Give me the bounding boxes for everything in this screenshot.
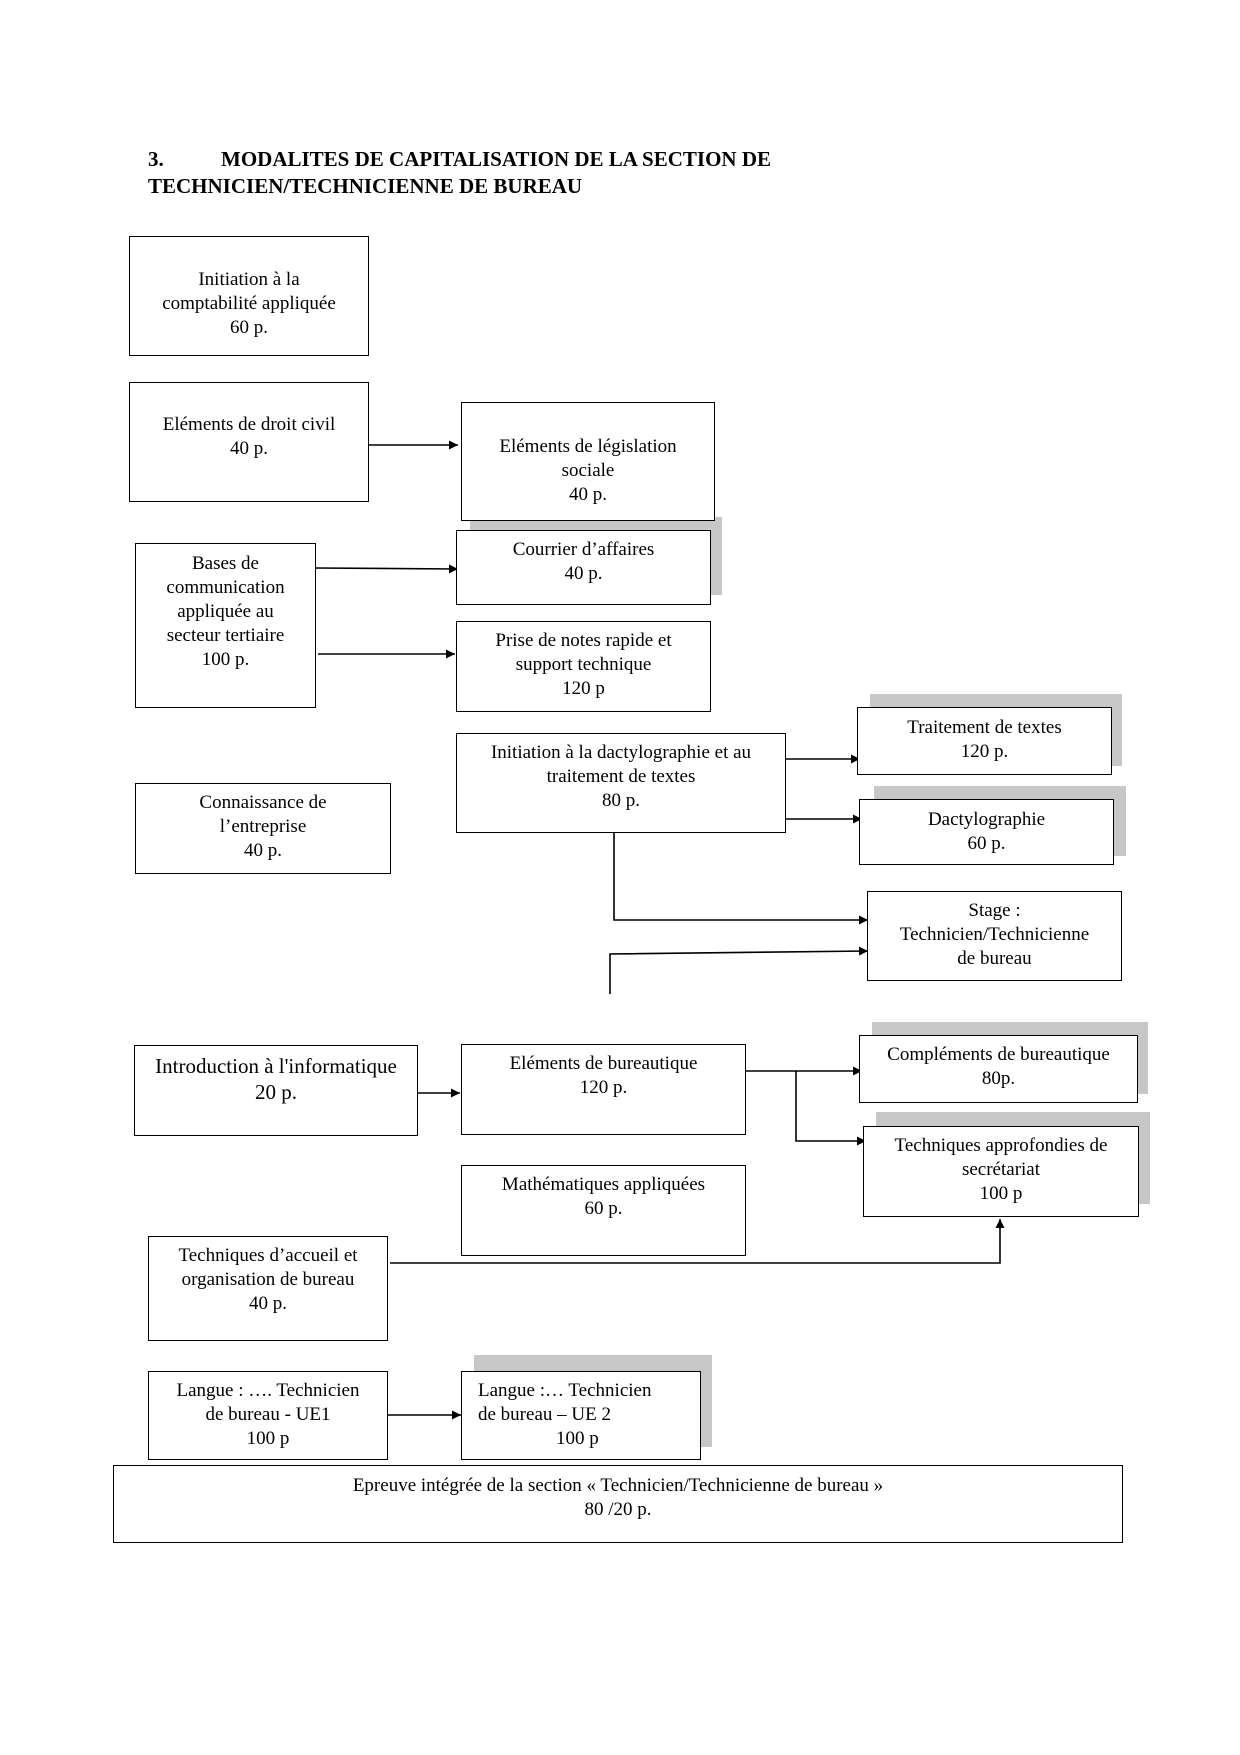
section-title-line1: MODALITES DE CAPITALISATION DE LA SECTIO…: [221, 147, 772, 171]
box-prise-de-notes: Prise de notes rapide et support techniq…: [456, 621, 711, 712]
stage-line1: Stage :: [968, 900, 1021, 921]
langue2-line1: Langue :… Technicien: [478, 1380, 652, 1401]
langue1-line1: Langue : …. Technicien: [176, 1380, 360, 1401]
box-langue-ue2: Langue :… Technicien de bureau – UE 2 10…: [461, 1371, 701, 1460]
bases-line1: Bases de: [191, 553, 259, 574]
dactyloinit-line3: 80 p.: [602, 790, 640, 811]
droit-line2: 40 p.: [230, 438, 268, 459]
dactylo-line1: Dactylographie: [927, 809, 1046, 830]
box-epreuve-integree: Epreuve intégrée de la section « Technic…: [113, 1465, 1123, 1543]
arrow-accueil-secretariat: [390, 1219, 1005, 1264]
box-techniques-accueil: Techniques d’accueil et organisation de …: [148, 1236, 388, 1341]
box-connaissance-entreprise: Connaissance de l’entreprise 40 p.: [135, 783, 391, 874]
info-line1: Introduction à l'informatique: [155, 1054, 397, 1078]
courrier-line2: 40 p.: [564, 563, 603, 584]
box-dactylographie: Dactylographie 60 p.: [859, 799, 1114, 865]
arrow-bases-courrier: [314, 564, 459, 574]
legislation-line3: 40 p.: [569, 484, 607, 505]
box-elements-bureautique: Eléments de bureautique 120 p.: [461, 1044, 746, 1135]
accueil-line3: 40 p.: [249, 1293, 287, 1314]
entreprise-line1: Connaissance de: [199, 792, 327, 813]
bureautique-line2: 120 p.: [579, 1077, 628, 1098]
epreuve-line2: 80 /20 p.: [584, 1499, 652, 1520]
secretariat-line1: Techniques approfondies de: [894, 1135, 1108, 1156]
box-bases-communication: Bases de communication appliquée au sect…: [135, 543, 316, 708]
compta-line3: 60 p.: [230, 317, 268, 338]
bases-line4: secteur tertiaire: [166, 625, 285, 646]
section-title-line2: TECHNICIEN/TECHNICIENNE DE BUREAU: [148, 174, 583, 198]
box-traitement-textes: Traitement de textes 120 p.: [857, 707, 1112, 775]
bases-line2: communication: [166, 577, 285, 598]
box-techniques-secretariat: Techniques approfondies de secrétariat 1…: [863, 1126, 1139, 1217]
box-introduction-informatique: Introduction à l'informatique 20 p.: [134, 1045, 418, 1136]
compta-line1: Initiation à la: [198, 269, 300, 290]
box-legislation-sociale: Eléments de législation sociale 40 p.: [461, 402, 715, 521]
box-mathematiques: Mathématiques appliquées 60 p.: [461, 1165, 746, 1256]
bureautique-line1: Eléments de bureautique: [509, 1053, 698, 1074]
courrier-line1: Courrier d’affaires: [512, 539, 655, 560]
langue1-line3: 100 p: [246, 1428, 290, 1449]
complements-line1: Compléments de bureautique: [887, 1044, 1110, 1065]
secretariat-line2: secrétariat: [961, 1159, 1041, 1180]
box-initiation-comptabilite: Initiation à la comptabilité appliquée 6…: [129, 236, 369, 356]
stage-line2: Technicien/Technicienne: [899, 924, 1090, 945]
dactylo-line2: 60 p.: [967, 833, 1006, 854]
arrow-to-stage: [609, 946, 869, 994]
langue2-line3: 100 p: [556, 1428, 599, 1449]
bases-line5: 100 p.: [201, 649, 250, 670]
accueil-line2: organisation de bureau: [181, 1269, 355, 1290]
box-initiation-dactylographie: Initiation à la dactylographie et au tra…: [456, 733, 786, 833]
complements-line2: 80p.: [981, 1068, 1016, 1089]
box-droit-civil: Eléments de droit civil 40 p.: [129, 382, 369, 502]
langue1-line2: de bureau - UE1: [205, 1404, 331, 1425]
arrow-dactyloinit-stage: [613, 833, 868, 925]
box-courrier-affaires: Courrier d’affaires 40 p.: [456, 530, 711, 605]
entreprise-line3: 40 p.: [244, 840, 282, 861]
prise-line2: support technique: [515, 654, 652, 675]
compta-line2: comptabilité appliquée: [162, 293, 336, 314]
maths-line2: 60 p.: [584, 1198, 623, 1219]
legislation-line1: Eléments de législation: [499, 436, 677, 457]
stage-line3: de bureau: [957, 948, 1032, 969]
arrow-bureautique-secretariat: [795, 1071, 866, 1146]
accueil-line1: Techniques d’accueil et: [178, 1245, 358, 1266]
section-number: 3.: [148, 147, 164, 171]
secretariat-line3: 100 p: [979, 1183, 1023, 1204]
box-complements-bureautique: Compléments de bureautique 80p.: [859, 1035, 1138, 1103]
dactyloinit-line1: Initiation à la dactylographie et au: [490, 742, 752, 763]
dactyloinit-line2: traitement de textes: [546, 766, 696, 787]
maths-line1: Mathématiques appliquées: [501, 1174, 706, 1195]
info-line2: 20 p.: [255, 1080, 297, 1104]
droit-line1: Eléments de droit civil: [162, 414, 336, 435]
box-langue-ue1: Langue : …. Technicien de bureau - UE1 1…: [148, 1371, 388, 1460]
bases-line3: appliquée au: [177, 601, 274, 622]
entreprise-line2: l’entreprise: [219, 816, 307, 837]
legislation-line2: sociale: [561, 460, 615, 481]
epreuve-line1: Epreuve intégrée de la section « Technic…: [352, 1475, 884, 1496]
prise-line1: Prise de notes rapide et: [495, 630, 672, 651]
langue2-line2: de bureau – UE 2: [478, 1404, 611, 1425]
traitement-line2: 120 p.: [960, 741, 1009, 762]
box-stage: Stage : Technicien/Technicienne de burea…: [867, 891, 1122, 981]
traitement-line1: Traitement de textes: [907, 717, 1062, 738]
prise-line3: 120 p: [562, 678, 605, 699]
